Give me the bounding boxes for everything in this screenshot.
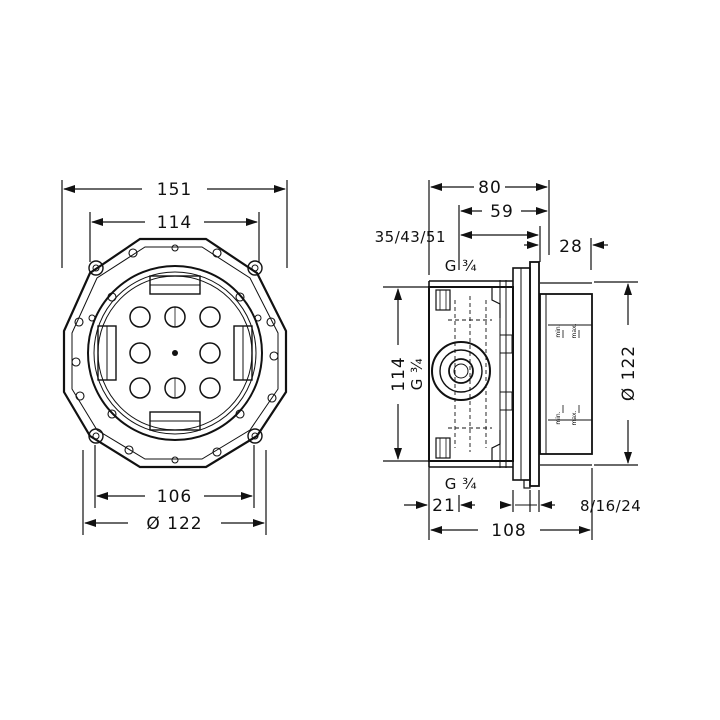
thread-label-left: G ¾ xyxy=(408,358,426,390)
dim-28-label: 28 xyxy=(559,237,583,257)
dimension-bottom-width: 106 xyxy=(94,445,255,508)
dimension-bottom-diameter: Ø 122 xyxy=(82,450,267,535)
dim-108-label: 108 xyxy=(491,521,526,541)
octagonal-mounting-plate xyxy=(62,237,288,469)
mounting-lug-top-left xyxy=(88,260,104,276)
dim-114-label: 114 xyxy=(157,213,192,233)
installation-box-side xyxy=(428,261,540,489)
dim-8-16-24-label: 8/16/24 xyxy=(580,497,641,515)
dimension-total-depth: 108 xyxy=(430,521,591,541)
dim-59-label: 59 xyxy=(490,202,514,222)
marker-min-bottom: min. xyxy=(555,411,562,424)
dim-151-label: 151 xyxy=(157,180,192,200)
dim-diameter-122-vertical-label: Ø 122 xyxy=(619,345,639,401)
dimension-inner-width: 114 xyxy=(89,212,260,262)
dimension-height-114: 114 xyxy=(383,286,429,462)
dim-114-vertical-label: 114 xyxy=(389,356,409,391)
marker-max-bottom: max. xyxy=(571,410,578,425)
mounting-lug-bottom-right xyxy=(247,428,263,444)
dimension-cover-offset: 28 xyxy=(524,237,608,257)
dim-21-label: 21 xyxy=(432,496,456,516)
side-view: 80 59 35/43/51 28 114 G ¾ G ¾ xyxy=(375,178,641,541)
dimension-depth-59: 59 xyxy=(460,202,548,222)
marker-min-top: min. xyxy=(555,324,562,337)
trim-cover: min. max. min. max. xyxy=(539,282,593,466)
mounting-lug-top-right xyxy=(247,260,263,276)
clamp-tab-bottom xyxy=(149,411,201,431)
dimension-depth-options: 35/43/51 xyxy=(375,228,539,246)
mounting-lug-bottom-left xyxy=(88,428,104,444)
thread-label-bottom: G ¾ xyxy=(445,475,477,493)
dimension-overall-width: 151 xyxy=(61,180,288,268)
dimension-diameter-122-vertical: Ø 122 xyxy=(594,281,639,466)
dim-106-label: 106 xyxy=(157,487,192,507)
thread-label-top: G ¾ xyxy=(445,257,477,275)
valve-port-grid xyxy=(129,306,221,399)
dimension-plaster-options: 8/16/24 xyxy=(500,497,641,515)
marker-max-top: max. xyxy=(571,323,578,338)
dim-diameter-122-label: Ø 122 xyxy=(146,514,202,534)
dim-35-43-51-label: 35/43/51 xyxy=(375,228,446,246)
front-view: 151 114 xyxy=(61,180,288,535)
dim-80-label: 80 xyxy=(478,178,502,198)
dimension-depth-80: 80 xyxy=(430,178,548,198)
clamp-tab-top xyxy=(149,275,201,295)
clamp-tab-left xyxy=(97,325,117,381)
clamp-tab-right xyxy=(233,325,253,381)
dimension-front-offset: 21 xyxy=(404,496,475,516)
